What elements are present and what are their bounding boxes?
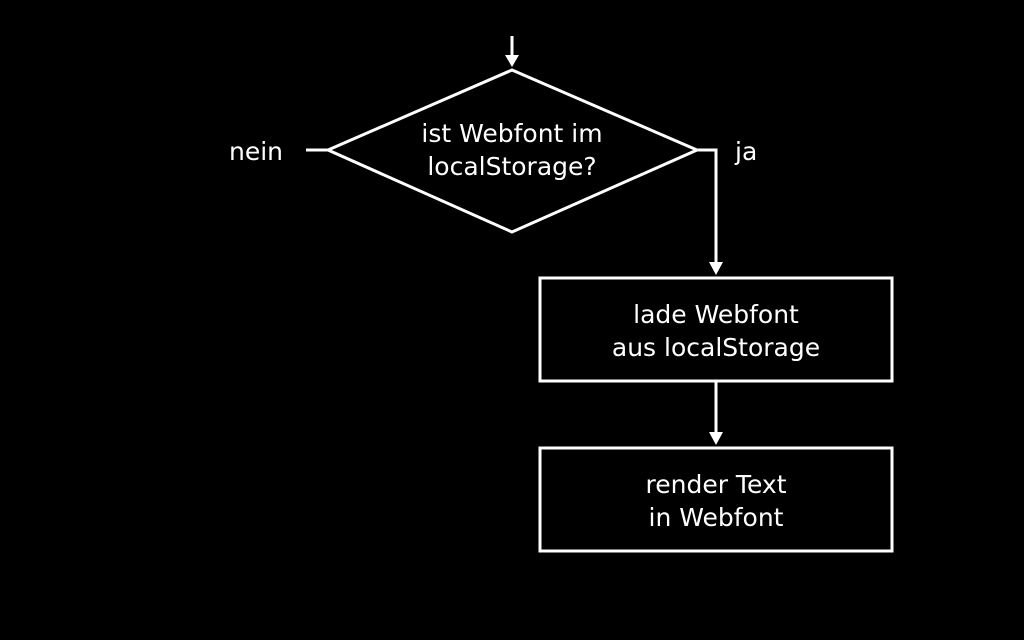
yes-branch-line bbox=[697, 148, 718, 264]
load-webfont-label-line2: aus localStorage bbox=[612, 333, 820, 362]
decision-label-line1: ist Webfont im bbox=[421, 119, 602, 148]
decision-label-line2: localStorage? bbox=[427, 152, 596, 181]
entry-arrow-head bbox=[505, 55, 519, 67]
render-text-box bbox=[538, 446, 894, 553]
no-branch-label: nein bbox=[229, 137, 283, 166]
yes-branch-arrow-head bbox=[709, 262, 723, 275]
load-webfont-box bbox=[538, 276, 894, 383]
render-text-label-line2: in Webfont bbox=[649, 503, 784, 532]
yes-branch-label: ja bbox=[734, 137, 757, 166]
render-text-label-line1: render Text bbox=[646, 470, 787, 499]
load-webfont-label-line1: lade Webfont bbox=[633, 300, 799, 329]
load-to-render-arrow-head bbox=[709, 432, 723, 445]
decision-diamond bbox=[324, 68, 701, 234]
